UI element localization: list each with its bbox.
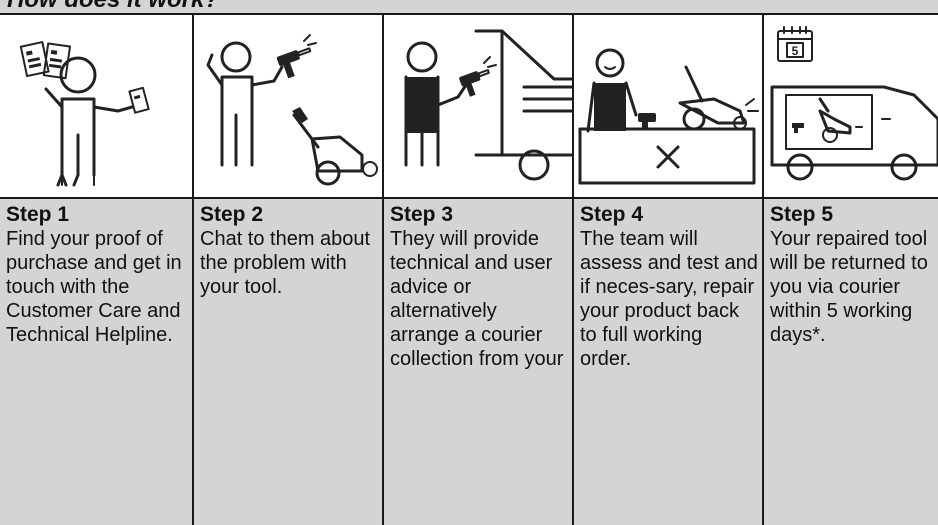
step-1-title: Step 1 — [6, 203, 70, 226]
step-2-title: Step 2 — [200, 203, 264, 226]
step-5-column: 5 Step 5 Your repaired tool will be retu… — [762, 13, 938, 525]
step-5-description: Your repaired tool will be returned to y… — [770, 228, 928, 346]
step-1-illustration — [0, 13, 192, 199]
person-holding-receipts-icon — [19, 41, 150, 187]
calendar-icon: 5 — [777, 26, 813, 62]
page-header: How does it work? — [0, 0, 938, 14]
step-1-text: Step 1 Find your proof of purchase and g… — [0, 199, 192, 525]
step-3-text: Step 3 They will provide technical and u… — [384, 199, 572, 525]
person-with-drill-and-mower-icon — [206, 34, 378, 186]
technician-with-van-icon — [404, 29, 572, 181]
step-5-illustration: 5 — [764, 13, 938, 199]
delivery-van-with-calendar-icon: 5 — [770, 26, 938, 181]
step-4-text: Step 4 The team will assess and test and… — [574, 199, 762, 525]
calendar-day: 5 — [792, 44, 799, 58]
step-3-illustration — [384, 13, 572, 199]
steps-grid: Step 1 Find your proof of purchase and g… — [0, 13, 938, 525]
page-title: How does it work? — [7, 0, 219, 14]
step-3-description: They will provide technical and user adv… — [390, 228, 564, 370]
step-5-text: Step 5 Your repaired tool will be return… — [764, 199, 938, 525]
technician-at-workbench-icon — [578, 48, 759, 185]
step-4-illustration — [574, 13, 762, 199]
step-2-column: Step 2 Chat to them about the problem wi… — [192, 13, 382, 525]
step-3-title: Step 3 — [390, 203, 454, 226]
step-4-title: Step 4 — [580, 203, 644, 226]
step-4-description: The team will assess and test and if nec… — [580, 228, 758, 370]
step-2-text: Step 2 Chat to them about the problem wi… — [194, 199, 382, 525]
step-2-description: Chat to them about the problem with your… — [200, 228, 371, 298]
step-4-column: Step 4 The team will assess and test and… — [572, 13, 762, 525]
step-5-title: Step 5 — [770, 203, 834, 226]
step-3-column: Step 3 They will provide technical and u… — [382, 13, 572, 525]
step-1-column: Step 1 Find your proof of purchase and g… — [0, 13, 192, 525]
step-1-description: Find your proof of purchase and get in t… — [6, 228, 182, 346]
step-2-illustration — [194, 13, 382, 199]
